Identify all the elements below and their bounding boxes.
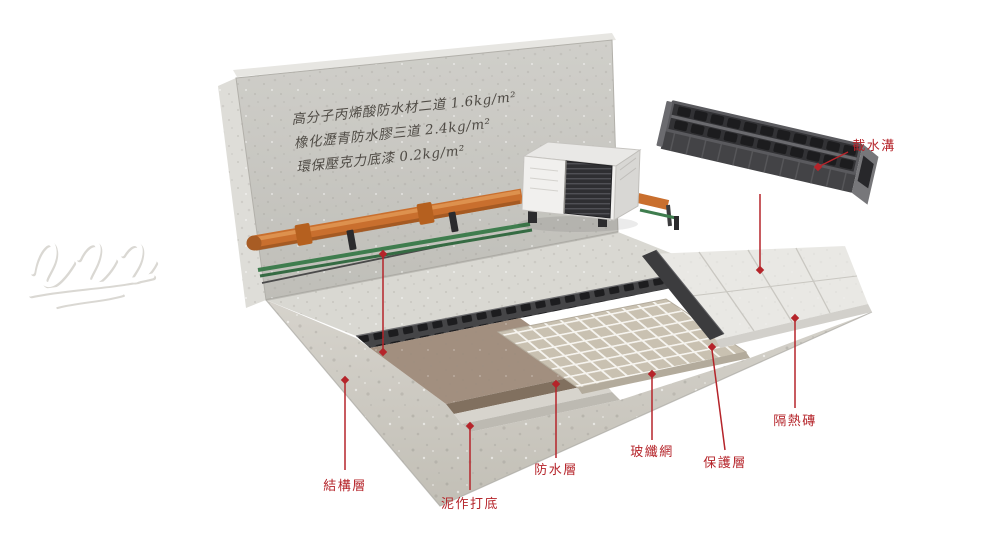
drain-strip: [355, 267, 722, 348]
annotations: 結構層 泥作打底 防水層 玻纖網 保護層 隔熱磚 截水溝: [323, 138, 896, 511]
label-waterproof: 防水層: [534, 462, 578, 477]
structure-layer-face: [265, 299, 873, 507]
ac-unit-icon: [518, 141, 642, 232]
wall-pipes: [246, 188, 679, 284]
label-leveling: 泥作打底: [441, 496, 499, 511]
label-mesh: 玻纖網: [630, 444, 674, 459]
signature-watermark-icon: [27, 240, 159, 310]
label-gutter: 截水溝: [852, 138, 896, 153]
fiberglass-mesh-layer: [496, 298, 750, 394]
protection-board-layer: [454, 382, 620, 432]
orange-pipe-icon: [246, 188, 524, 251]
label-structure: 結構層: [323, 478, 367, 493]
roof-deck: [265, 231, 708, 336]
drain-channel-icon: [656, 100, 879, 205]
label-protection: 保護層: [703, 455, 747, 470]
pipe-bracket-icon: [346, 211, 459, 251]
label-insulation: 隔熱磚: [773, 413, 817, 428]
insulation-board-layer: [642, 246, 872, 348]
